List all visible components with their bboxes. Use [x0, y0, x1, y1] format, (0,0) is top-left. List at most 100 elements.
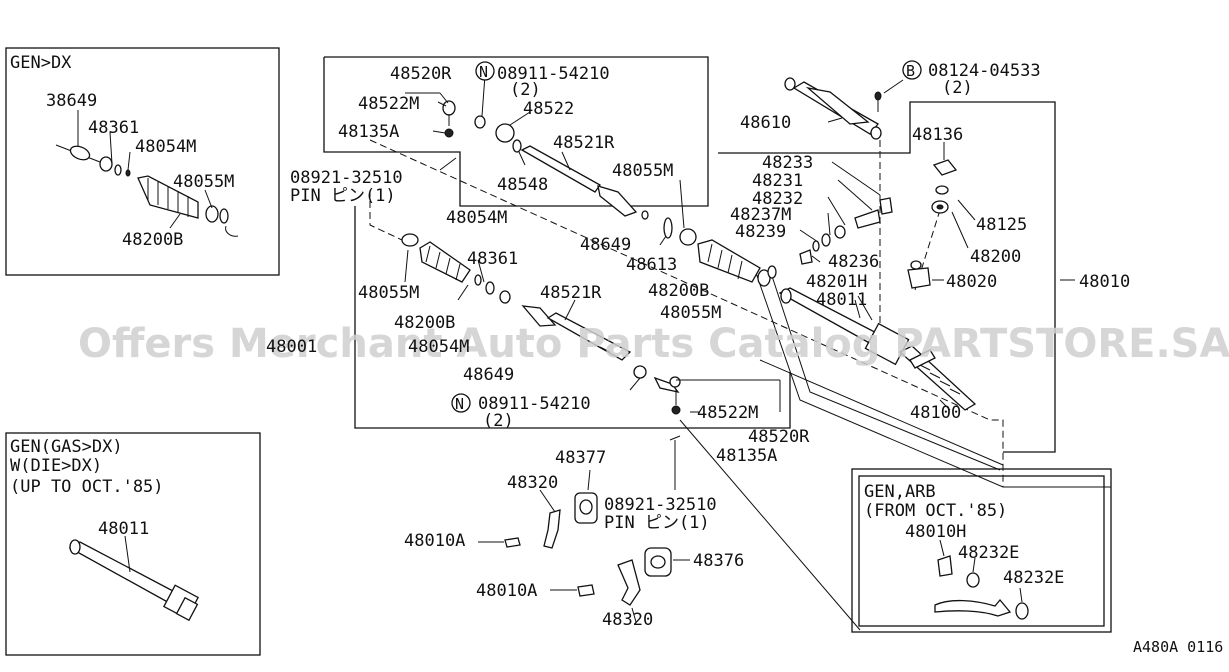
- label-08911-top-qty: (2): [510, 80, 541, 100]
- gen-gas-dx-frame: [5, 432, 261, 656]
- label-48236: 48236: [828, 252, 879, 272]
- label-48521R-mid: 48521R: [540, 283, 602, 303]
- gen-dx-label-2: 48361: [88, 118, 139, 138]
- n-marker-low-letter: N: [455, 395, 464, 413]
- label-48520R-top: 48520R: [390, 64, 452, 84]
- label-48020: 48020: [946, 272, 997, 292]
- gear-housing-frame: [718, 101, 1056, 453]
- damper-48610: [784, 77, 904, 140]
- label-48361-mid: 48361: [467, 249, 518, 269]
- label-48200: 48200: [970, 247, 1021, 267]
- label-48239: 48239: [735, 222, 786, 242]
- label-48010: 48010: [1079, 272, 1130, 292]
- label-48231: 48231: [752, 171, 803, 191]
- gen-dx-label-1: 38649: [46, 91, 97, 111]
- label-48522M-top: 48522M: [358, 94, 419, 114]
- label-48010A-b: 48010A: [476, 581, 537, 601]
- label-48377: 48377: [555, 448, 606, 468]
- label-48200B-mid: 48200B: [394, 313, 455, 333]
- guide-line-c: [759, 359, 1004, 466]
- label-48237M: 48237M: [730, 205, 791, 225]
- label-48054M-mid: 48054M: [446, 208, 507, 228]
- upper-tie-rod-end: [405, 74, 649, 220]
- n-marker-top-letter: N: [479, 63, 488, 81]
- label-48613: 48613: [626, 255, 677, 275]
- label-08921-top: 08921-32510: [290, 168, 403, 188]
- label-48522M-low: 48522M: [697, 403, 758, 423]
- b-marker-letter: B: [906, 62, 915, 80]
- label-48320-b: 48320: [602, 610, 653, 630]
- label-48125: 48125: [976, 215, 1027, 235]
- label-08124: 08124-04533: [928, 61, 1041, 81]
- gen-gas-rack-bar: [68, 535, 199, 622]
- middle-boot-left: [401, 233, 511, 304]
- valve-small-parts: [799, 161, 893, 321]
- gen-arb-parts: [934, 539, 1029, 620]
- label-48649-low: 48649: [463, 365, 514, 385]
- label-48136: 48136: [912, 125, 963, 145]
- label-48649-top: 48649: [580, 235, 631, 255]
- gen-dx-tie-rod-end: [55, 144, 239, 237]
- gen-dx-leaders: [77, 110, 213, 229]
- label-48201H: 48201H: [806, 272, 867, 292]
- label-48233: 48233: [762, 153, 813, 173]
- gen-arb-header-1: GEN,ARB: [864, 482, 936, 502]
- label-48100: 48100: [910, 403, 961, 423]
- tie-rod-upper-frame: [323, 56, 709, 207]
- gen-dx-frame: [5, 47, 280, 276]
- right-boot-assembly: [659, 179, 777, 287]
- label-48055M-right: 48055M: [660, 303, 721, 323]
- gen-dx-label-3: 48054M: [135, 137, 196, 157]
- n-marker-top: [475, 61, 495, 81]
- dashed-axis-left: [369, 190, 403, 241]
- label-48055M-left: 48055M: [358, 283, 419, 303]
- label-48520R-low: 48520R: [748, 427, 810, 447]
- label-pin-low: PIN ピン(1): [604, 513, 710, 533]
- label-48135A-top: 48135A: [338, 122, 399, 142]
- guide-line-d: [679, 419, 861, 631]
- label-48610: 48610: [740, 113, 791, 133]
- label-pin-top: PIN ピン(1): [290, 186, 396, 206]
- gen-gas-header-1: GEN(GAS>DX): [10, 437, 123, 457]
- gen-arb-label-3: 48232E: [1003, 568, 1064, 588]
- label-48548: 48548: [497, 175, 548, 195]
- label-08124-qty: (2): [942, 78, 973, 98]
- guide-line-a: [754, 269, 1111, 488]
- gen-arb-label-1: 48010H: [905, 522, 966, 542]
- gen-gas-header-3: (UP TO OCT.'85): [10, 477, 164, 497]
- steering-gear-housing: [778, 287, 977, 411]
- gen-dx-label-5: 48200B: [122, 230, 183, 250]
- label-48232: 48232: [752, 189, 803, 209]
- dashed-axis-main: [369, 139, 1004, 487]
- gen-arb-frame-outer: [851, 468, 1112, 633]
- watermark-text: Offers Merchant Auto Parts Catalog PARTS…: [78, 321, 1229, 367]
- bracket-48377: [478, 435, 681, 549]
- label-48522-top: 48522: [523, 99, 574, 119]
- label-48001: 48001: [266, 337, 317, 357]
- gen-dx-label-4: 48055M: [173, 172, 234, 192]
- b-marker: [902, 60, 922, 80]
- label-48054M-low: 48054M: [408, 337, 469, 357]
- label-08911-top: 08911-54210: [497, 64, 610, 84]
- label-48135A-low: 48135A: [716, 446, 777, 466]
- bracket-48376: [550, 547, 690, 623]
- label-48010A-a: 48010A: [404, 531, 465, 551]
- label-48521R-top: 48521R: [553, 133, 615, 153]
- pinion-stack: [907, 142, 1075, 289]
- gen-arb-header-2: (FROM OCT.'85): [864, 501, 1007, 521]
- guide-line-b: [769, 269, 1001, 471]
- tie-rod-lower-frame: [354, 206, 791, 429]
- gen-arb-frame-inner: [858, 475, 1105, 627]
- label-08921-low: 08921-32510: [604, 495, 717, 515]
- middle-tie-rod: [521, 299, 781, 415]
- label-08911-low-qty: (2): [483, 411, 514, 431]
- gen-dx-header: GEN>DX: [10, 53, 72, 73]
- label-48376: 48376: [693, 551, 744, 571]
- gen-gas-header-2: W(DIE>DX): [10, 456, 102, 476]
- label-48200B-right: 48200B: [648, 281, 709, 301]
- label-48320-a: 48320: [507, 473, 558, 493]
- figure-code: A480A 0116: [1133, 638, 1223, 656]
- gen-arb-label-2: 48232E: [958, 543, 1019, 563]
- label-48011: 48011: [816, 290, 867, 310]
